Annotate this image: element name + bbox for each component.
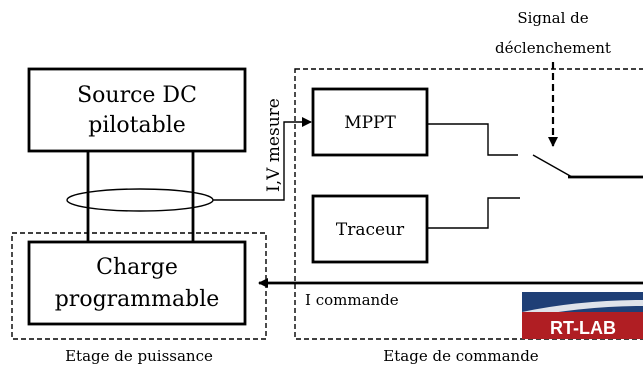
selector-switch-blade — [532, 154, 573, 178]
command-label: I commande — [305, 291, 399, 309]
power-stage-label: Etage de puissance — [65, 347, 213, 365]
trigger-label-line1: Signal de — [517, 9, 588, 27]
control-stage-label: Etage de commande — [383, 347, 538, 365]
charge-label-line2: programmable — [55, 287, 220, 312]
source-dc-label-line2: pilotable — [88, 113, 186, 138]
measure-label: I,V mesure — [264, 98, 284, 192]
control-stage-box — [294, 68, 643, 340]
traceur-label: Traceur — [336, 220, 405, 240]
traceur-output-wire — [427, 197, 520, 229]
mppt-label: MPPT — [344, 113, 396, 133]
source-dc-block: Source DC pilotable — [27, 67, 247, 153]
logo-bottom-band — [522, 312, 643, 339]
logo-text: RT-LAB — [550, 318, 616, 338]
mppt-block: MPPT — [311, 87, 429, 157]
traceur-block: Traceur — [311, 194, 429, 264]
measure-wire — [213, 117, 312, 201]
rt-lab-logo: RT-LAB — [522, 292, 643, 339]
charge-label-line1: Charge — [96, 255, 178, 280]
mppt-output-wire — [427, 123, 518, 156]
logo-swoosh — [522, 300, 643, 318]
charge-block: Charge programmable — [27, 240, 247, 326]
source-dc-label-line1: Source DC — [77, 83, 197, 108]
trigger-label-line2: déclenchement — [495, 39, 611, 57]
